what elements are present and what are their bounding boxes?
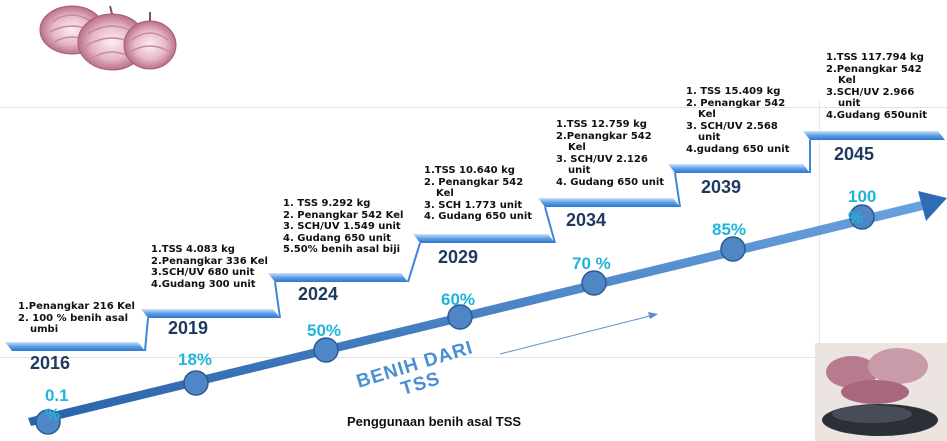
note-line: 3. SCH/UV 2.126 [556,153,648,165]
node-6 [720,236,746,262]
step-2024 [268,273,408,282]
milestone-notes-2016: 1.Penangkar 216 Kel 2. 100 % benih asal … [18,301,135,336]
arrow-nodes [35,204,875,435]
note-line: 4.Gudang 650unit [826,109,928,121]
note-line: umbi [30,324,59,336]
note-line: 2. Penangkar 542 [686,97,786,109]
note-line: 2. 100 % benih asal [18,312,129,324]
node-3 [313,337,339,363]
note-line: 2.Penangkar 542 [826,63,922,75]
year-label-2045: 2045 [834,144,875,164]
step-2019 [141,309,280,318]
note-line: unit [568,165,591,177]
node-2 [183,370,209,396]
year-label-2019: 2019 [168,318,209,338]
step-2039 [668,164,810,173]
note-line: 3.SCH/UV 2.966 [826,86,915,98]
note-line: Kel [838,75,856,87]
node-1 [35,409,61,435]
note-line: 4. Gudang 650 unit [556,176,665,188]
note-line: 4.gudang 650 unit [686,143,790,155]
onion-illustration [39,5,177,71]
note-line: 2.Penangkar 336 Kel [151,255,268,267]
year-label-2029: 2029 [438,247,479,267]
node-4 [447,304,473,330]
note-line: 2. Penangkar 542 Kel [283,209,404,221]
milestone-notes-2029: 1.TSS 10.640 kg 2. Penangkar 542 Kel 3. … [424,165,532,223]
pointer-arrow [499,312,658,355]
percent-label-3: 50% [307,321,342,340]
note-line: 1. TSS 9.292 kg [283,198,371,209]
note-line: 3. SCH/UV 1.549 unit [283,221,401,233]
staircase [5,131,945,352]
note-line: 1. TSS 15.409 kg [686,86,781,97]
note-line: 3.SCH/UV 680 unit [151,267,255,279]
milestone-notes-2034: 1.TSS 12.759 kg 2.Penangkar 542 Kel 3. S… [556,119,664,189]
note-line: Kel [568,142,586,154]
step-2045 [803,131,945,140]
milestone-notes-2019: 1.TSS 4.083 kg 2.Penangkar 336 Kel 3.SCH… [151,244,268,290]
percent-label-1: 0.1 % [45,386,69,424]
node-7 [849,204,875,230]
year-label-2039: 2039 [701,177,742,197]
note-line: 2. Penangkar 542 [424,176,524,188]
note-line: 4. Gudang 650 unit [283,232,392,244]
note-line: 4. Gudang 650 unit [424,211,533,223]
note-line: unit [838,98,861,110]
step-2029 [413,234,555,243]
note-line: 3. SCH 1.773 unit [424,199,523,211]
milestone-notes-2039: 1. TSS 15.409 kg 2. Penangkar 542 Kel 3.… [686,86,790,156]
diagram-caption: Penggunaan benih asal TSS [347,414,522,429]
frame-line-top [0,107,947,108]
percent-label-5: 70 % [572,254,611,273]
step-risers [144,140,811,352]
note-line: 1.Penangkar 216 Kel [18,301,135,312]
node-5 [581,270,607,296]
frame-line-bottom [0,357,947,358]
seeds-photo [815,343,947,441]
note-line: Kel [436,188,454,200]
note-line: 1.TSS 10.640 kg [424,165,515,176]
year-label-2024: 2024 [298,284,339,304]
growth-arrow [28,191,947,426]
note-line: Kel [698,109,716,121]
year-label-2016: 2016 [30,353,71,373]
milestone-notes-2045: 1.TSS 117.794 kg 2.Penangkar 542 Kel 3.S… [826,52,927,122]
percent-label-6: 85% [712,220,747,239]
percent-label-4: 60% [441,290,476,309]
milestone-notes-2024: 1. TSS 9.292 kg 2. Penangkar 542 Kel 3. … [283,198,403,256]
percent-label-2: 18% [178,350,213,369]
note-line: 1.TSS 4.083 kg [151,244,235,255]
step-2034 [538,198,680,207]
note-line: 1.TSS 117.794 kg [826,52,924,63]
note-line: 3. SCH/UV 2.568 [686,120,778,132]
note-line: unit [698,132,721,144]
note-line: 2.Penangkar 542 [556,130,652,142]
year-label-2034: 2034 [566,210,607,230]
percent-label-7: 100 % [848,187,877,227]
note-line: 5.50% benih asal biji [283,244,401,256]
note-line: 1.TSS 12.759 kg [556,119,647,130]
note-line: 4.Gudang 300 unit [151,278,256,290]
step-2016 [5,342,145,351]
